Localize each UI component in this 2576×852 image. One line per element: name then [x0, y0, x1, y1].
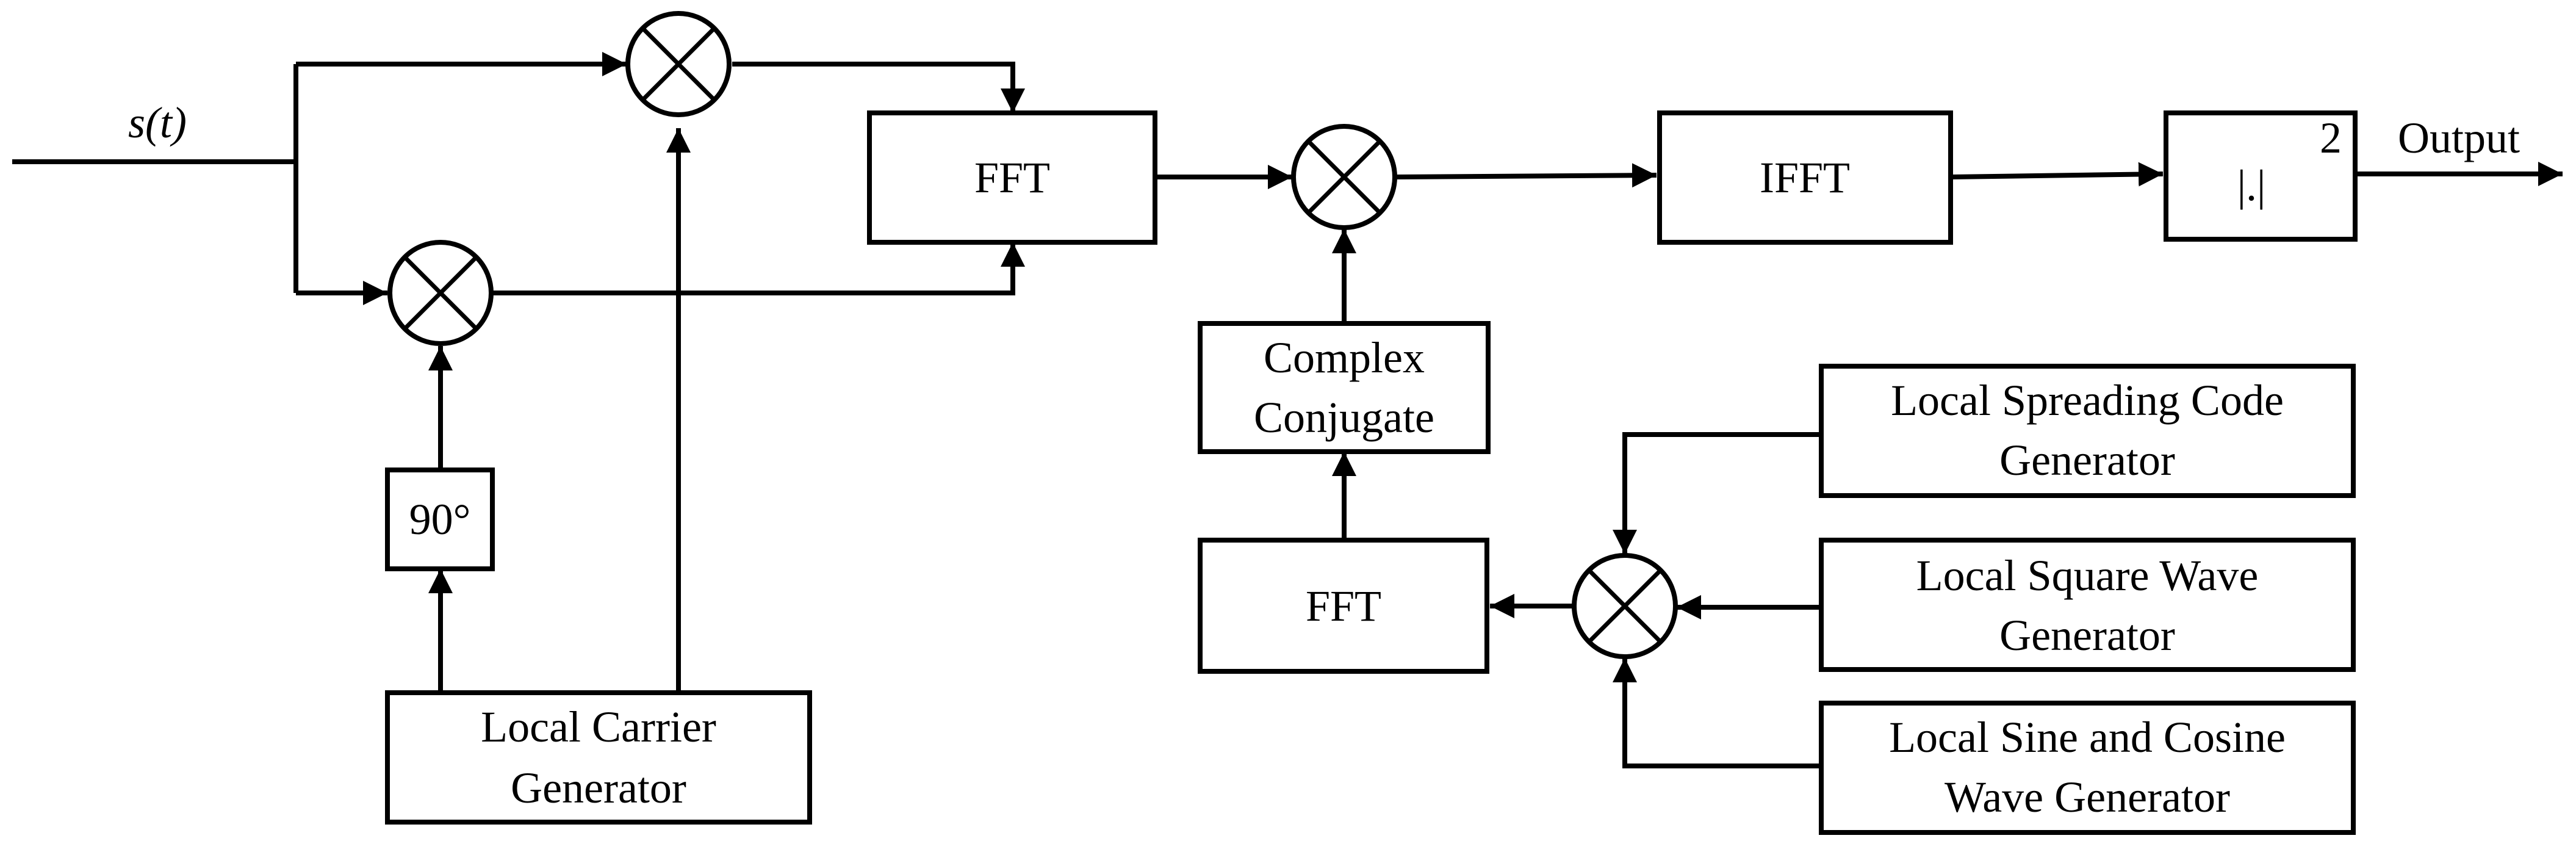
square-wave-generator-block: Local Square Wave Generator — [1819, 538, 2356, 672]
wire-mixer-q-to-fft — [493, 242, 1025, 295]
magnitude-exponent: 2 — [2320, 114, 2342, 162]
ifft-block: IFFT — [1657, 110, 1953, 245]
input-signal-label: s(t) — [128, 98, 187, 147]
fft-block-bottom: FFT — [1198, 538, 1489, 674]
sine-cosine-generator-block: Local Sine and Cosine Wave Generator — [1819, 701, 2356, 835]
wire-ifft-to-magnitude — [1950, 162, 2164, 187]
phase-shift-label: 90° — [409, 495, 471, 544]
complex-conjugate-label-line1: Complex — [1264, 333, 1425, 382]
phase-shift-block: 90° — [385, 468, 495, 571]
carrier-generator-label-line2: Generator — [511, 764, 686, 812]
wire-product-to-ifft — [1395, 163, 1657, 188]
signal-wires — [12, 52, 2563, 768]
mixer-i — [625, 11, 732, 117]
sine-cosine-label-line2: Wave Generator — [1945, 773, 2230, 821]
spreading-code-label-line2: Generator — [1999, 436, 2175, 485]
magnitude-label: |.| — [2237, 161, 2266, 210]
spreading-code-generator-block: Local Spreading Code Generator — [1819, 364, 2356, 498]
wire-spreading-code-to-mixer — [1613, 432, 1821, 554]
square-wave-label-line2: Generator — [1999, 611, 2175, 660]
wire-mixer-i-to-fft — [732, 62, 1025, 113]
spreading-code-label-line1: Local Spreading Code — [1891, 376, 2284, 425]
mixer-q — [387, 240, 494, 346]
output-label: Output — [2398, 114, 2520, 162]
magnitude-squared-block: |.| 2 — [2164, 110, 2358, 242]
complex-conjugate-block: Complex Conjugate — [1198, 321, 1491, 454]
wire-sine-cosine-to-mixer — [1613, 658, 1821, 768]
carrier-generator-label-line1: Local Carrier — [481, 702, 716, 751]
fft-bottom-label: FFT — [1306, 582, 1381, 630]
fft-block-top: FFT — [867, 110, 1157, 245]
fft-top-label: FFT — [974, 153, 1050, 202]
complex-conjugate-label-line2: Conjugate — [1254, 393, 1434, 442]
mixer-local-code — [1572, 553, 1678, 659]
mixer-fft-product — [1291, 124, 1397, 230]
sine-cosine-label-line1: Local Sine and Cosine — [1889, 713, 2286, 762]
square-wave-label-line1: Local Square Wave — [1916, 551, 2259, 600]
carrier-generator-block: Local Carrier Generator — [385, 690, 812, 825]
ifft-label: IFFT — [1760, 153, 1850, 202]
